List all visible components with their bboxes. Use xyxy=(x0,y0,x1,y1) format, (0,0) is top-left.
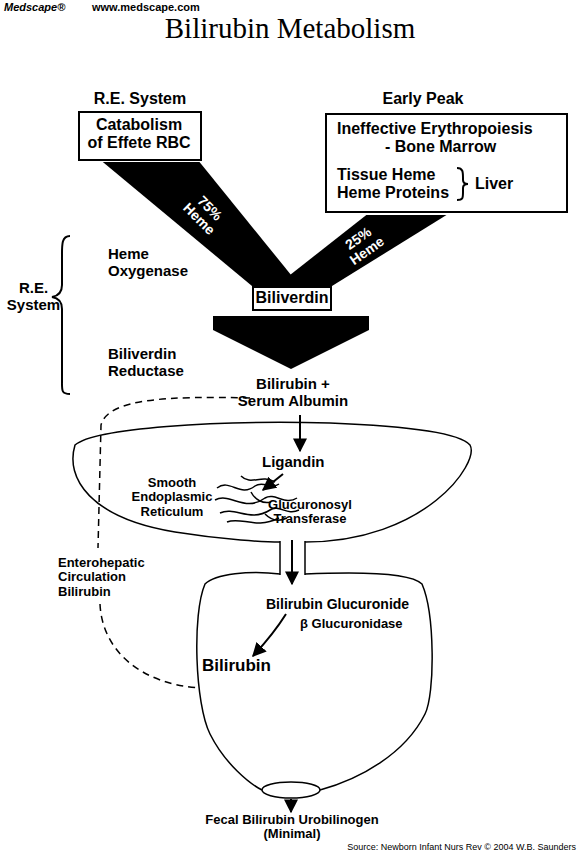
system-label: R.E. System xyxy=(6,280,61,313)
process-box: Biliverdin xyxy=(252,286,332,311)
outlet-ring xyxy=(262,782,320,798)
bile-duct-wall xyxy=(279,541,281,575)
box-heading: R.E. System xyxy=(78,90,202,108)
box-heading: Early Peak xyxy=(358,90,488,108)
source-credit: Source: Newborn Infant Nurs Rev © 2004 W… xyxy=(278,843,576,853)
compound-label: Bilirubin xyxy=(202,657,292,676)
site-address: www.medscape.com xyxy=(92,1,232,13)
box-text: Biliverdin xyxy=(252,289,332,307)
enzyme-label: β Glucuronidase xyxy=(300,617,420,631)
source-box: Early PeakIneffective Erythropoiesis - B… xyxy=(325,90,568,215)
diagram-title: Bilirubin Metabolism xyxy=(0,13,580,45)
box-outline xyxy=(79,112,201,160)
organelle-label: Smooth Endoplasmic Reticulum xyxy=(127,476,217,519)
flow-arrow xyxy=(291,540,293,584)
enzyme-label: Biliverdin Reductase xyxy=(108,346,193,379)
reticulum-symbol xyxy=(217,484,279,490)
deconjugation-arrow xyxy=(253,614,286,656)
system-bracket xyxy=(52,236,70,394)
enterohepatic-dashed-line xyxy=(98,397,250,688)
organ-label: Liver xyxy=(475,175,535,193)
pathway-label: Enterohepatic Circulation Bilirubin xyxy=(58,556,150,599)
box-text: Ineffective Erythropoiesis - Bone Marrow xyxy=(337,120,537,155)
reticulum-symbol xyxy=(241,476,275,482)
uptake-arrow xyxy=(299,415,301,451)
enzyme-label: Glucuronosyl Transferase xyxy=(265,498,355,527)
bile-duct-wall xyxy=(304,541,306,575)
liver-outline: LigandinSmooth Endoplasmic ReticulumGluc… xyxy=(65,418,475,540)
conjugation-arrow xyxy=(263,474,283,490)
node-shape xyxy=(65,418,475,540)
reduction-arrow xyxy=(213,316,369,369)
organ-outline xyxy=(73,422,471,542)
box-text: Catabolism of Effete RBC xyxy=(87,116,191,151)
box-outline xyxy=(326,114,567,212)
box-text: Tissue Heme Heme Proteins xyxy=(337,166,457,201)
reticulum-symbol xyxy=(251,492,271,503)
excretion-arrow xyxy=(290,799,292,812)
grouping-brace xyxy=(457,168,468,200)
box-outline xyxy=(253,287,331,310)
compound-label: Bilirubin Glucuronide xyxy=(266,597,426,612)
enzyme-label: Heme Oxygenase xyxy=(108,246,193,279)
heme-flow-band xyxy=(276,215,447,286)
output-label: Fecal Bilirubin Urobilinogen (Minimal) xyxy=(202,813,382,842)
source-box: R.E. SystemCatabolism of Effete RBC xyxy=(78,90,202,162)
intestine-outline: Bilirubin Glucuronide β GlucuronidaseBili… xyxy=(190,584,440,800)
protein-label: Ligandin xyxy=(262,454,352,471)
compound-label: Bilirubin + Serum Albumin xyxy=(233,376,353,409)
heme-flow-band xyxy=(103,162,300,286)
brand-mark: Medscape® xyxy=(4,1,94,13)
